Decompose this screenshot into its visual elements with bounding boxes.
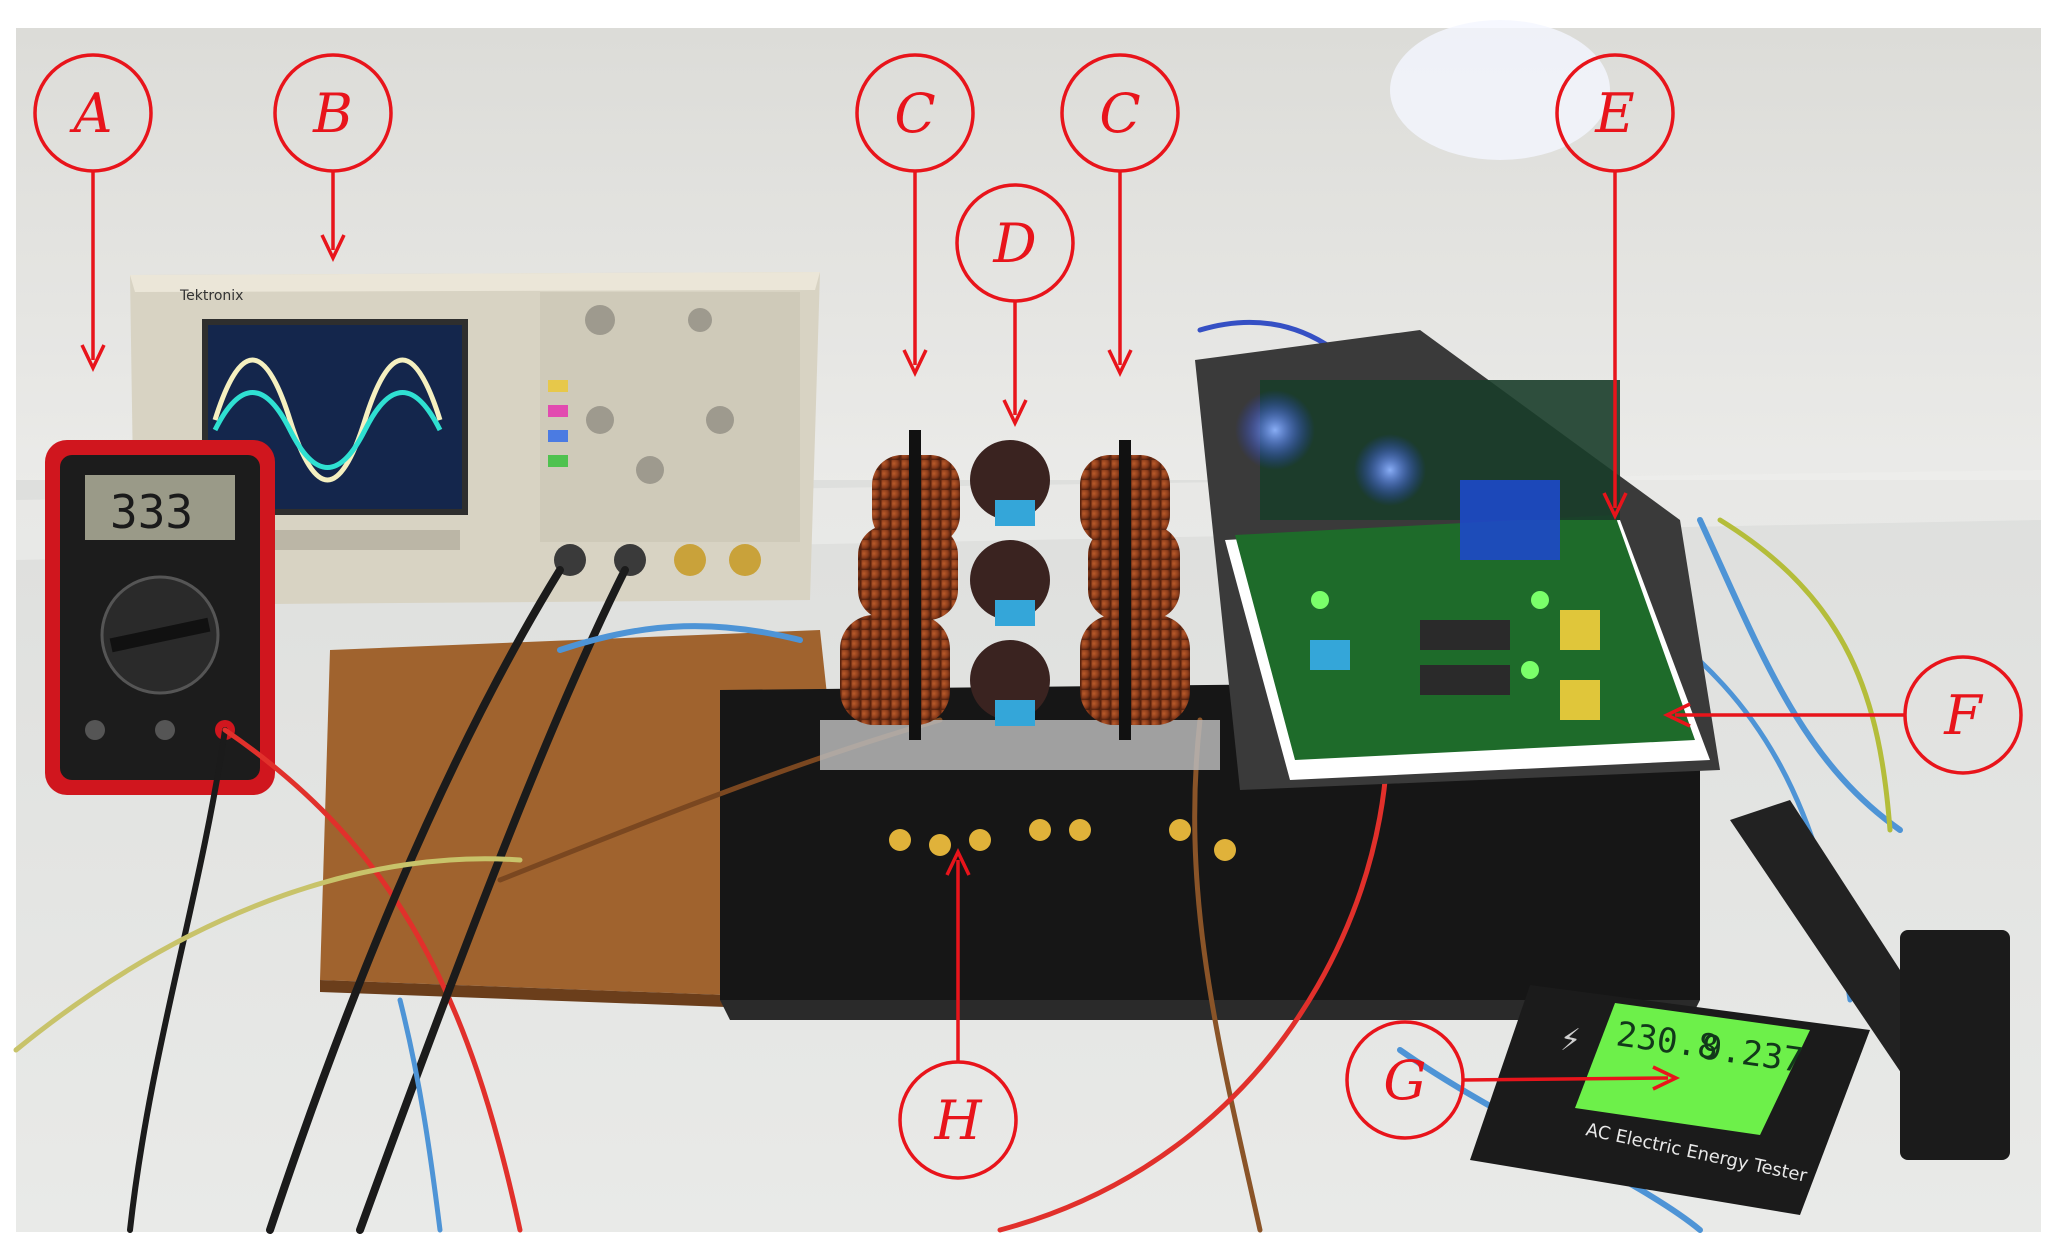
callout-a: A — [33, 53, 153, 373]
callout-f: F — [1662, 655, 2023, 775]
callout-a-label: A — [69, 82, 113, 145]
callout-b: B — [273, 53, 393, 263]
cables — [13, 319, 1903, 1234]
callout-h-label: H — [933, 1089, 982, 1152]
inductor-bank — [820, 430, 1220, 770]
multimeter-reading: 333 — [110, 485, 193, 539]
multimeter: 333 — [45, 440, 275, 795]
callout-g: G — [1345, 1020, 1681, 1140]
scope-brand-label: Tektronix — [179, 288, 243, 304]
callout-c-right-label: C — [1099, 82, 1140, 145]
callouts: A B C C D E — [33, 53, 2023, 1180]
energy-meter: 230.8 9.237 AC Electric Energy Tester ⚡ — [1470, 985, 1870, 1215]
callout-c-left: C — [855, 53, 975, 378]
callout-f-label: F — [1943, 684, 1984, 747]
callout-c-right: C — [1060, 53, 1180, 378]
control-pcb-stack — [1195, 330, 1720, 790]
callout-e-label: E — [1594, 82, 1634, 145]
lightning-icon: ⚡ — [1560, 1023, 1581, 1058]
callout-d: D — [955, 183, 1075, 428]
callout-h: H — [898, 847, 1018, 1180]
power-terminals — [889, 819, 1236, 861]
oscilloscope: Tektronix — [130, 272, 820, 605]
callout-d-label: D — [992, 212, 1036, 275]
callout-g-label: G — [1383, 1049, 1426, 1112]
callout-e: E — [1555, 53, 1675, 521]
callout-c-left-label: C — [894, 82, 935, 145]
callout-b-label: B — [312, 82, 353, 145]
